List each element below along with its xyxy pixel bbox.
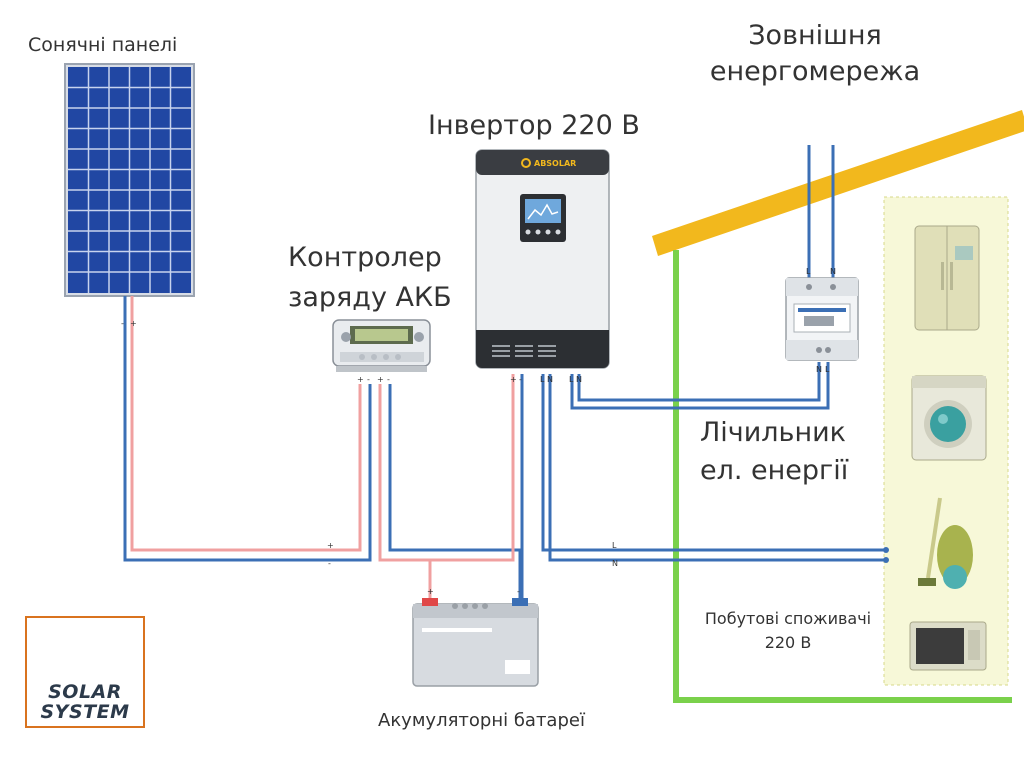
wire-inverter-load-l bbox=[541, 374, 884, 552]
charge-controller bbox=[332, 319, 431, 372]
wire-inverter-meter-n bbox=[577, 362, 821, 402]
mark-ctrl-plus-1: + bbox=[357, 375, 364, 384]
wire-inverter-meter-l bbox=[570, 362, 830, 410]
label-external-grid-line1: Зовнішня bbox=[748, 20, 882, 51]
wire-controller-battery-positive bbox=[378, 384, 432, 598]
vacuum-cleaner-icon bbox=[918, 497, 973, 589]
mark-meter-l-in: L bbox=[806, 267, 811, 276]
logo-text-line1: SOLAR bbox=[48, 681, 122, 703]
microwave-icon bbox=[909, 621, 987, 671]
logo-text-line2: SYSTEM bbox=[40, 701, 130, 723]
label-charge-controller-line1: Контролер bbox=[288, 242, 442, 273]
mark-ctrl-plus-2: + bbox=[377, 375, 384, 384]
electricity-meter bbox=[785, 277, 859, 361]
mark-inv-minus: - bbox=[519, 375, 522, 384]
mark-meter-l-out: L bbox=[825, 365, 830, 374]
label-inverter: Інвертор 220 В bbox=[428, 110, 640, 141]
mark-inv-n-out: N bbox=[547, 375, 553, 384]
label-batteries: Акумуляторні батареї bbox=[378, 710, 585, 731]
label-external-grid-line2: енергомережа bbox=[709, 56, 921, 87]
mark-meter-n-out: N bbox=[816, 365, 822, 374]
washing-machine-icon bbox=[911, 375, 987, 461]
wire-inverter-battery-positive bbox=[430, 374, 515, 562]
mark-meter-n-in: N bbox=[830, 267, 836, 276]
label-charge-controller-line2: заряду АКБ bbox=[288, 282, 452, 313]
mark-inv-n-in: N bbox=[576, 375, 582, 384]
load-terminal-l bbox=[883, 547, 889, 553]
wire-solar-negative bbox=[123, 296, 372, 562]
wire-solar-positive bbox=[130, 296, 362, 552]
label-solar-panels: Сонячні панелі bbox=[28, 34, 178, 56]
load-terminal-n bbox=[883, 557, 889, 563]
fridge-icon bbox=[914, 225, 980, 331]
mark-ctrl-minus-2: - bbox=[387, 375, 390, 384]
roof-bar bbox=[652, 110, 1024, 256]
mark-ctrl-minus-1: - bbox=[367, 375, 370, 384]
label-consumers-line1: Побутові споживачі bbox=[704, 609, 872, 628]
label-charge-controller: Контролер заряду АКБ bbox=[288, 238, 452, 318]
label-meter-line1: Лічильник bbox=[700, 417, 846, 448]
mark-load-l: L bbox=[612, 541, 617, 550]
label-consumers: Побутові споживачі 220 В bbox=[688, 607, 888, 655]
solar-system-logo: SOLAR SYSTEM bbox=[25, 616, 145, 728]
mark-bus-minus: - bbox=[328, 559, 331, 568]
mark-inv-l-in: L bbox=[569, 375, 574, 384]
mark-inv-plus: + bbox=[510, 375, 517, 384]
mark-batt-minus: - bbox=[517, 587, 520, 596]
inverter bbox=[475, 149, 610, 369]
solar-panel bbox=[64, 63, 195, 297]
mark-inv-l-out: L bbox=[540, 375, 545, 384]
label-consumers-line2: 220 В bbox=[764, 633, 812, 652]
mark-bus-plus: + bbox=[327, 541, 334, 550]
label-external-grid: Зовнішня енергомережа bbox=[700, 18, 930, 90]
inverter-brand: ABSOLAR bbox=[534, 159, 576, 168]
wire-inverter-load-n bbox=[548, 374, 884, 562]
wire-controller-battery-negative bbox=[388, 384, 522, 598]
mark-solar-minus: - bbox=[121, 319, 124, 328]
battery bbox=[412, 598, 539, 687]
mark-solar-plus: + bbox=[130, 319, 137, 328]
label-meter: Лічильник ел. енергії bbox=[700, 414, 848, 490]
mark-load-n: N bbox=[612, 559, 618, 568]
label-meter-line2: ел. енергії bbox=[700, 455, 849, 486]
mark-batt-plus: + bbox=[427, 587, 434, 596]
